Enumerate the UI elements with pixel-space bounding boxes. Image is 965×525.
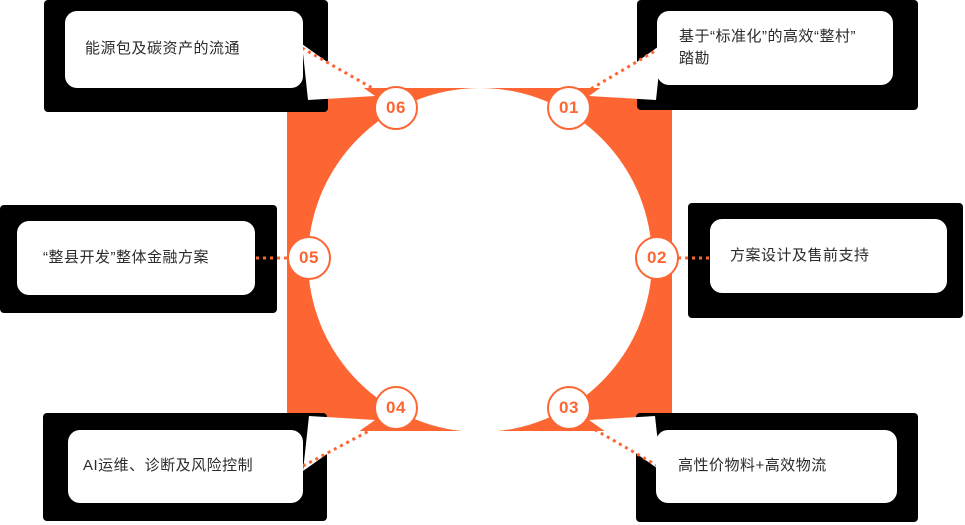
label-box-05: “整县开发”整体金融方案 [17,221,255,295]
label-text-04: AI运维、诊断及风险控制 [83,457,254,475]
label-text-03: 高性价物料+高效物流 [678,457,827,475]
arrow-04-icon [303,416,375,471]
step-node-04: 04 [374,386,418,430]
step-node-06: 06 [374,86,418,130]
label-box-06: 能源包及碳资产的流通 [65,11,303,88]
step-number-03: 03 [559,398,579,417]
arrow-06-icon [302,44,375,100]
center-circle [308,88,652,432]
step-number-01: 01 [559,98,579,117]
label-box-04: AI运维、诊断及风险控制 [68,430,303,503]
connector-03 [584,422,659,468]
step-node-01: 01 [547,86,591,130]
step-number-05: 05 [299,248,319,267]
step-node-03: 03 [547,386,591,430]
step-node-05: 05 [287,236,331,280]
label-text-01: 基于“标准化”的高效“整村” 踏勘 [679,27,856,68]
step-number-06: 06 [386,98,406,117]
arrow-03-icon [589,416,661,471]
label-box-03: 高性价物料+高效物流 [656,430,897,503]
connector-06 [301,46,382,95]
step-number-02: 02 [647,248,667,267]
label-text-02: 方案设计及售前支持 [730,246,870,264]
connector-04 [302,422,383,468]
label-text-05: “整县开发”整体金融方案 [43,248,209,266]
connector-01 [583,46,661,95]
label-box-02: 方案设计及售前支持 [710,219,947,293]
arrow-01-icon [589,44,662,100]
step-number-04: 04 [386,398,406,417]
step-node-02: 02 [635,236,679,280]
label-text-06: 能源包及碳资产的流通 [85,40,241,58]
label-box-01: 基于“标准化”的高效“整村” 踏勘 [657,11,893,85]
